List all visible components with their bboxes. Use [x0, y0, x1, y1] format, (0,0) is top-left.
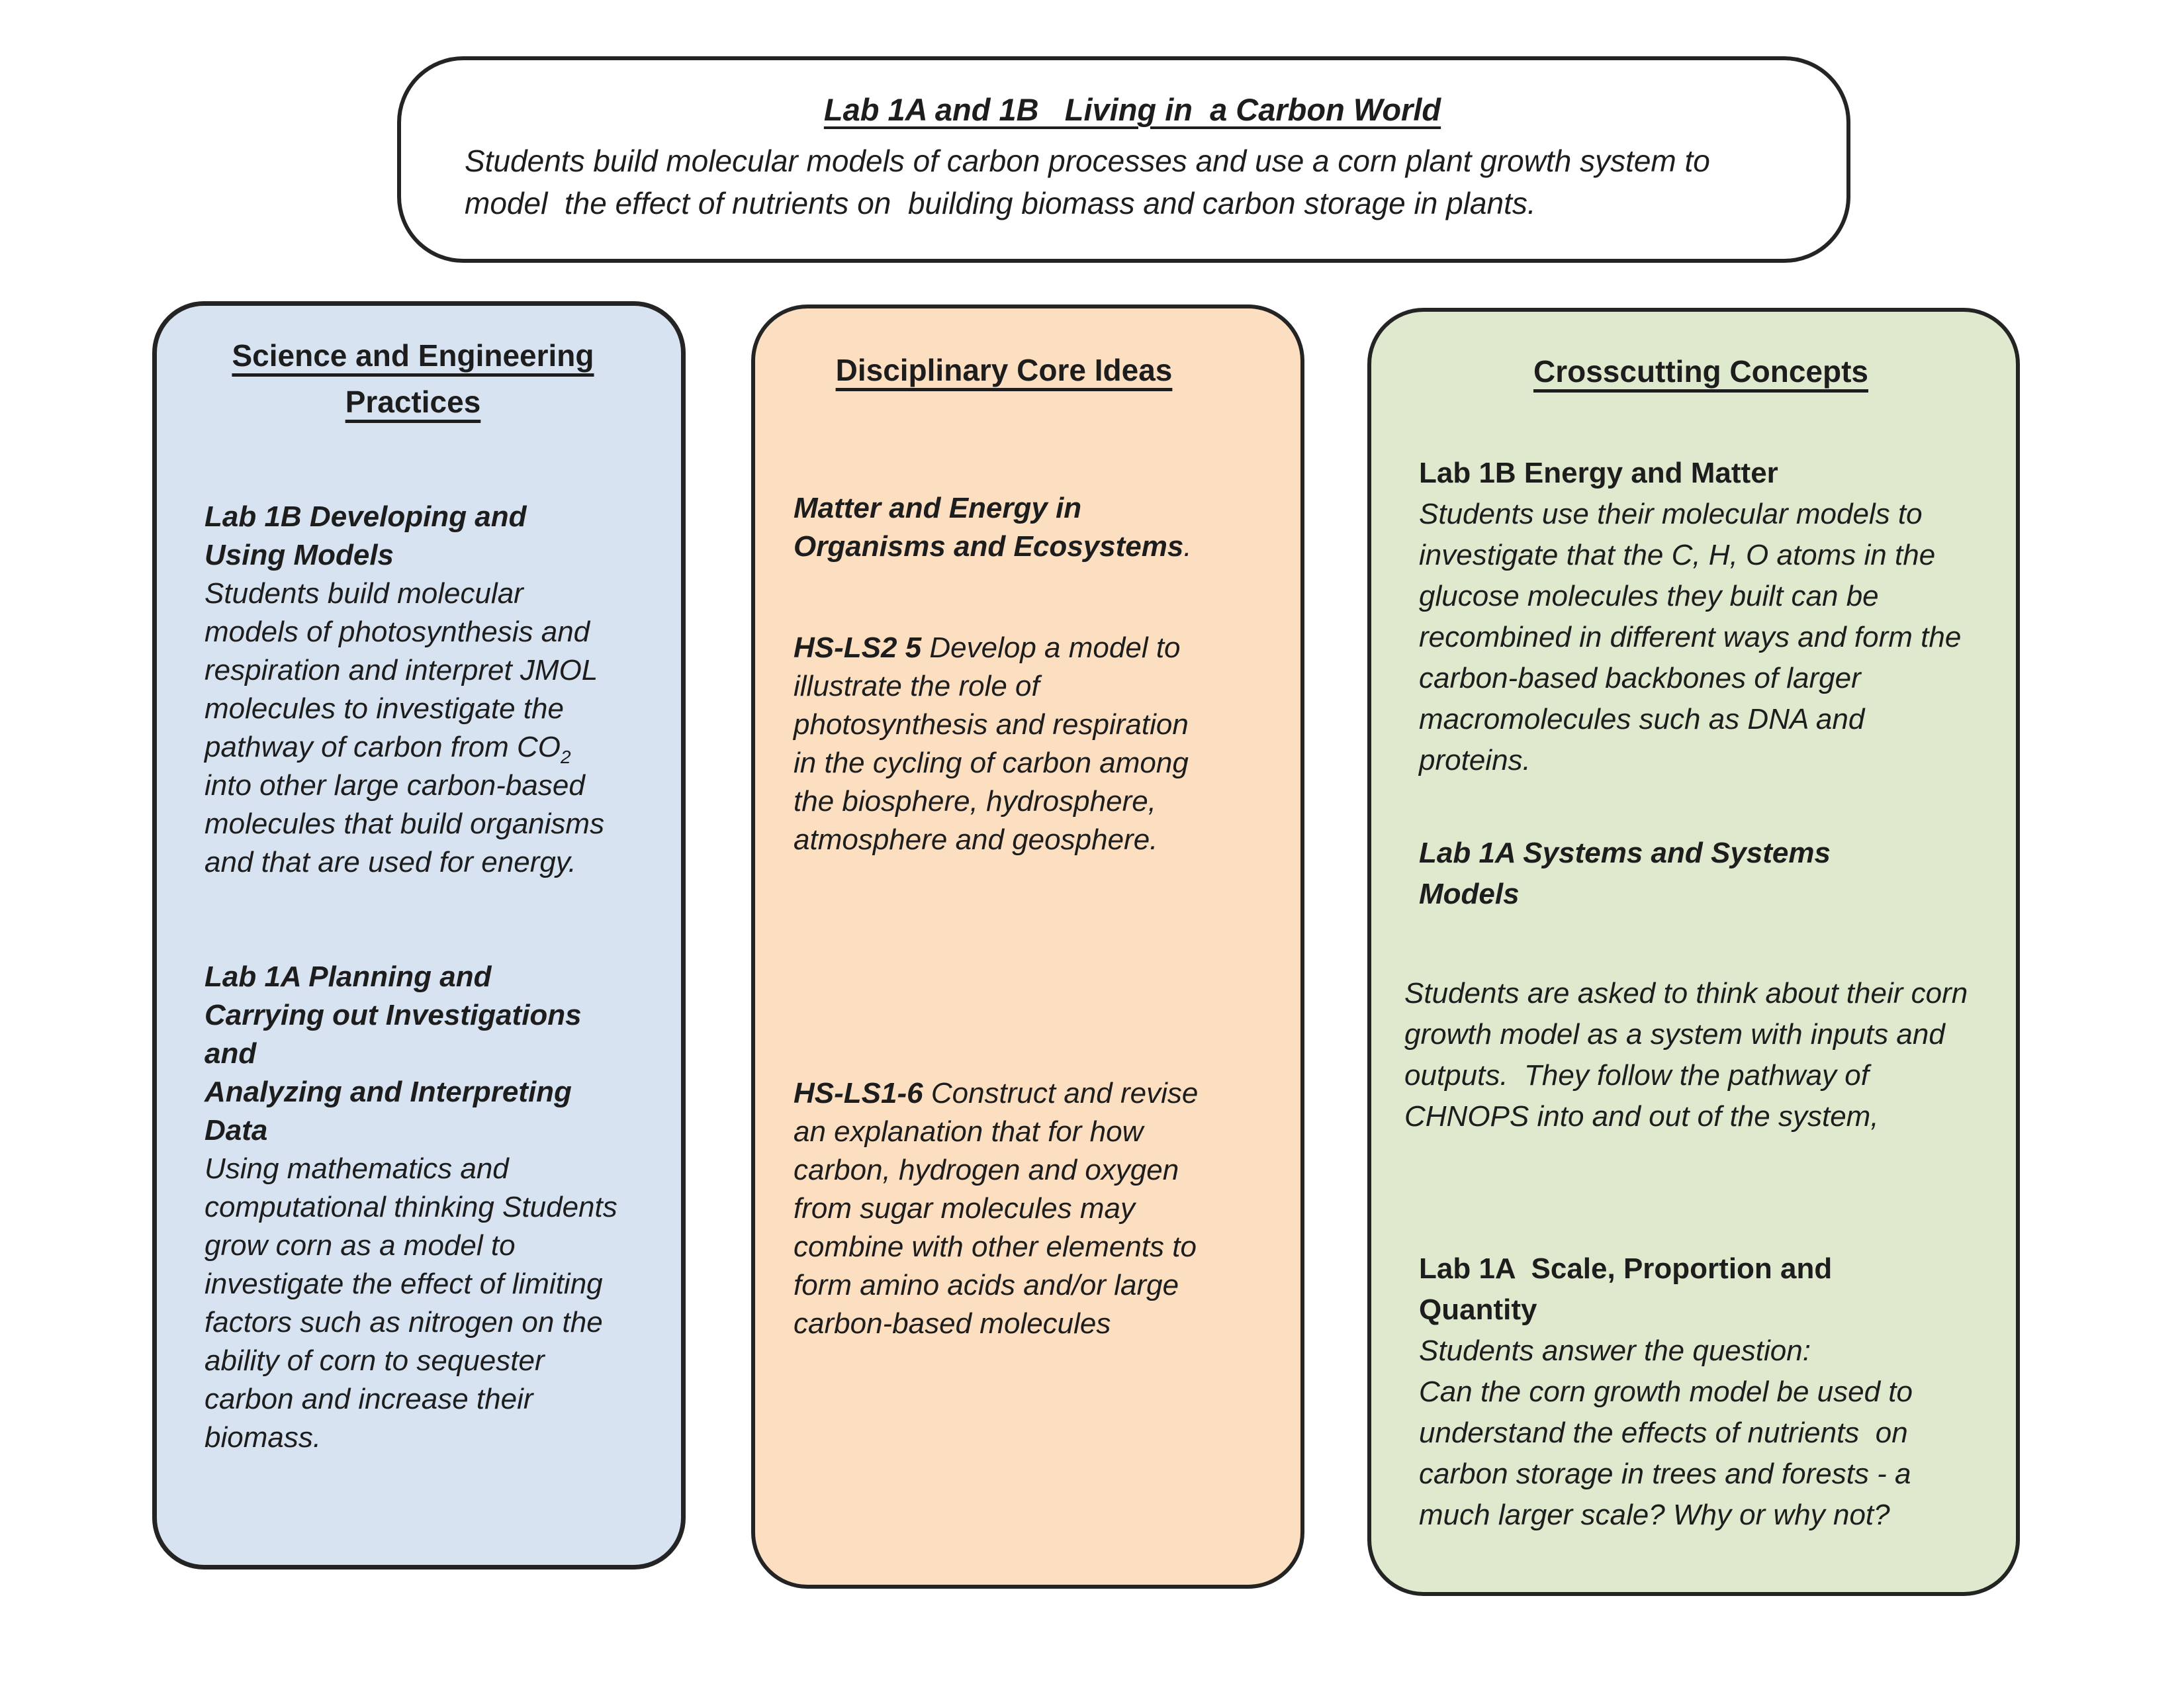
- crosscutting-heading: Crosscutting Concepts: [1533, 354, 1869, 389]
- co2-subscript: 2: [561, 746, 571, 767]
- crosscutting-panel: Crosscutting Concepts Lab 1B Energy and …: [1367, 308, 2020, 1596]
- core-standard-2-text: Construct and revise an explanation that…: [794, 1077, 1206, 1340]
- core-topic: Matter and Energy in Organisms and Ecosy…: [794, 489, 1214, 566]
- practices-heading: Science and Engineering Practices: [232, 338, 594, 419]
- core-standard-1-text: Develop a model to illustrate the role o…: [794, 632, 1197, 856]
- crosscutting-block3-body: Students answer the question: Can the co…: [1419, 1335, 1913, 1531]
- practices-block1-body-post: into other large carbon-based molecules …: [205, 731, 613, 878]
- page-title: Lab 1A and 1B Living in a Carbon World: [465, 91, 1800, 129]
- page-title-text: Lab 1A and 1B Living in a Carbon World: [823, 92, 1441, 127]
- practices-block1-title: Lab 1B Developing and Using Models: [205, 500, 527, 571]
- practices-block1-body: Students build molecular models of photo…: [205, 577, 612, 878]
- crosscutting-block1-body: Students use their molecular models to i…: [1419, 498, 1970, 776]
- page-subtitle: Students build molecular models of carbo…: [465, 144, 1719, 220]
- core-topic-period: .: [1183, 530, 1192, 563]
- core-standard-2: HS-LS1-6 Construct and revise an explana…: [794, 1074, 1214, 1343]
- core-standard-2-code: HS-LS1-6: [794, 1077, 923, 1109]
- core-ideas-panel: Disciplinary Core Ideas Matter and Energ…: [751, 305, 1304, 1589]
- practices-block1-body-pre: Students build molecular models of photo…: [205, 577, 606, 763]
- crosscutting-block3-title: Lab 1A Scale, Proportion and Quantity: [1419, 1252, 1833, 1326]
- core-standard-1: HS-LS2 5 Develop a model to illustrate t…: [794, 629, 1214, 859]
- core-standard-1-code: HS-LS2 5: [794, 632, 922, 664]
- practices-block2: Lab 1A Planning and Carrying out Investi…: [205, 958, 621, 1457]
- practices-block2-title: Lab 1A Planning and Carrying out Investi…: [205, 961, 582, 1147]
- core-topic-text: Matter and Energy in Organisms and Ecosy…: [794, 492, 1184, 563]
- crosscutting-block2-body: Students are asked to think about their …: [1404, 977, 1976, 1133]
- practices-panel: Science and Engineering Practices Lab 1B…: [152, 301, 686, 1570]
- crosscutting-block1-title: Lab 1B Energy and Matter: [1419, 457, 1778, 489]
- practices-block2-body: Using mathematics and computational thin…: [205, 1152, 625, 1454]
- core-ideas-heading: Disciplinary Core Ideas: [835, 353, 1173, 387]
- crosscutting-block2-body-wrap: Students are asked to think about their …: [1404, 973, 1983, 1137]
- crosscutting-block2-title-wrap: Lab 1A Systems and Systems Models: [1419, 833, 1983, 915]
- crosscutting-block2-title: Lab 1A Systems and Systems Models: [1419, 837, 1831, 910]
- header-panel: Lab 1A and 1B Living in a Carbon World S…: [397, 56, 1850, 263]
